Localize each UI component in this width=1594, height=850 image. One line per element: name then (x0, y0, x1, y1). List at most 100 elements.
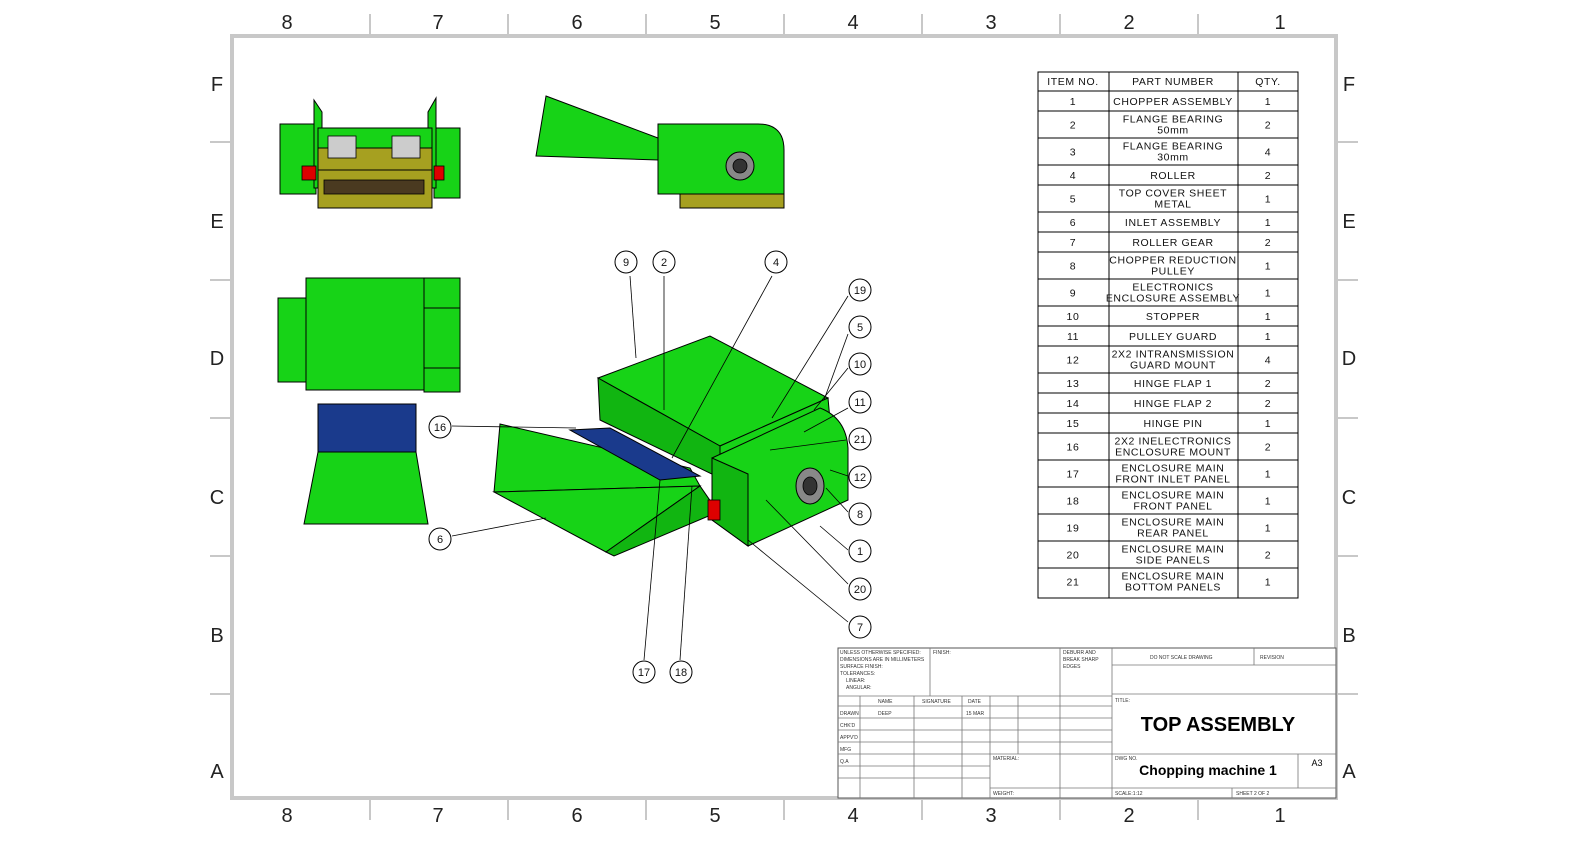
svg-text:1: 1 (857, 546, 863, 558)
bom-row: 4 ROLLER 2 (1070, 170, 1271, 182)
bom-row: 10 STOPPER 1 (1067, 311, 1271, 323)
bom-qty: 4 (1265, 355, 1271, 367)
top-view (277, 277, 461, 525)
bom-qty: 1 (1265, 418, 1271, 430)
bom-qty: 1 (1265, 217, 1271, 229)
tb-material-label: MATERIAL: (993, 756, 1019, 762)
bom-part-number: ENCLOSURE MAIN (1122, 571, 1225, 583)
bom-part-number: CHOPPER REDUCTION (1109, 255, 1236, 267)
tb-do-not-scale: DO NOT SCALE DRAWING (1150, 655, 1213, 661)
bom-item-no: 12 (1067, 355, 1080, 367)
bom-item-no: 8 (1070, 261, 1076, 273)
bom-item-no: 4 (1070, 170, 1076, 182)
bom-item-no: 14 (1067, 398, 1080, 410)
bom-qty: 1 (1265, 311, 1271, 323)
bom-part-number: ROLLER (1150, 170, 1196, 182)
bom-item-no: 15 (1067, 418, 1080, 430)
bom-part-number: 2X2 INTRANSMISSION (1112, 349, 1235, 361)
drawing-title: TOP ASSEMBLY (1141, 714, 1296, 736)
bom-qty: 4 (1265, 147, 1271, 159)
balloon-item: 17 (632, 660, 656, 684)
bom-part-number: ENCLOSURE MAIN (1122, 490, 1225, 502)
balloon-item: 9 (614, 250, 638, 274)
zone-col-top: 5 (709, 12, 720, 34)
zone-col-top: 4 (847, 12, 858, 34)
tb-note: UNLESS OTHERWISE SPECIFIED: (840, 650, 921, 656)
zone-labels: 8 7 6 5 4 3 2 1 8 7 6 5 4 3 2 1 F E D C … (210, 12, 1357, 827)
bom-header-row: ITEM NO. PART NUMBER QTY. (1047, 76, 1281, 88)
tb-row-label: Q.A (840, 759, 849, 765)
bom-qty: 1 (1265, 331, 1271, 343)
bom-qty: 1 (1265, 261, 1271, 273)
zone-row-left: F (211, 74, 223, 96)
zone-col-bottom: 7 (432, 805, 443, 827)
tb-dwg-label: DWG NO. (1115, 756, 1138, 762)
bom-qty: 2 (1265, 398, 1271, 410)
bom-part-number: FRONT PANEL (1133, 501, 1212, 513)
bom-part-number: CHOPPER ASSEMBLY (1113, 96, 1233, 108)
bom-qty: 2 (1265, 378, 1271, 390)
tb-deburr-label: BREAK SHARP (1063, 657, 1099, 663)
bom-qty: 2 (1265, 442, 1271, 454)
svg-text:9: 9 (623, 257, 629, 269)
balloon-item: 5 (848, 315, 872, 339)
bom-part-number: PULLEY (1151, 266, 1195, 278)
zone-col-top: 7 (432, 12, 443, 34)
balloon-item: 1 (848, 539, 872, 563)
tb-note: TOLERANCES: (840, 671, 875, 677)
bom-part-number: ENCLOSURE MAIN (1122, 463, 1225, 475)
svg-text:4: 4 (773, 257, 779, 269)
zone-col-bottom: 3 (985, 805, 996, 827)
zone-col-top: 3 (985, 12, 996, 34)
bom-qty: 2 (1265, 170, 1271, 182)
svg-text:11: 11 (854, 397, 865, 409)
tb-weight-label: WEIGHT: (993, 791, 1014, 797)
bom-part-number: HINGE FLAP 2 (1134, 398, 1212, 410)
zone-row-right: B (1342, 625, 1355, 647)
bom-row: 14 HINGE FLAP 2 2 (1067, 398, 1271, 410)
tb-note: DIMENSIONS ARE IN MILLIMETERS (840, 657, 925, 663)
bom-qty: 1 (1265, 194, 1271, 206)
balloon-item: 7 (848, 615, 872, 639)
bom-item-no: 13 (1067, 378, 1080, 390)
svg-text:17: 17 (638, 667, 650, 679)
tb-note: LINEAR: (846, 678, 865, 684)
bom-part-number: SIDE PANELS (1136, 555, 1211, 567)
bom-part-number: ELECTRONICS (1132, 282, 1213, 294)
side-view (535, 95, 785, 209)
svg-text:7: 7 (857, 622, 863, 634)
sheet-number: SHEET 2 OF 2 (1236, 791, 1269, 797)
tb-finish-label: FINISH: (933, 650, 951, 656)
zone-col-top: 1 (1274, 12, 1285, 34)
balloon-item: 12 (848, 465, 872, 489)
bom-item-no: 20 (1067, 550, 1080, 562)
bom-header: QTY. (1255, 76, 1281, 88)
bom-item-no: 10 (1067, 311, 1080, 323)
zone-row-right: A (1342, 761, 1356, 783)
balloon-item: 18 (669, 660, 693, 684)
title-block: UNLESS OTHERWISE SPECIFIED: DIMENSIONS A… (837, 647, 1337, 799)
svg-text:21: 21 (854, 434, 866, 446)
bom-item-no: 19 (1067, 523, 1080, 535)
bom-item-no: 16 (1067, 442, 1080, 454)
isometric-view (451, 275, 849, 661)
tb-note: ANGULAR: (846, 685, 872, 691)
bom-part-number: 30mm (1157, 152, 1189, 164)
zone-col-bottom: 1 (1274, 805, 1285, 827)
bom-item-no: 1 (1070, 96, 1076, 108)
bom-qty: 1 (1265, 96, 1271, 108)
zone-col-bottom: 8 (281, 805, 292, 827)
bom-part-number: STOPPER (1146, 311, 1200, 323)
zone-col-bottom: 6 (571, 805, 582, 827)
zone-row-right: F (1343, 74, 1355, 96)
